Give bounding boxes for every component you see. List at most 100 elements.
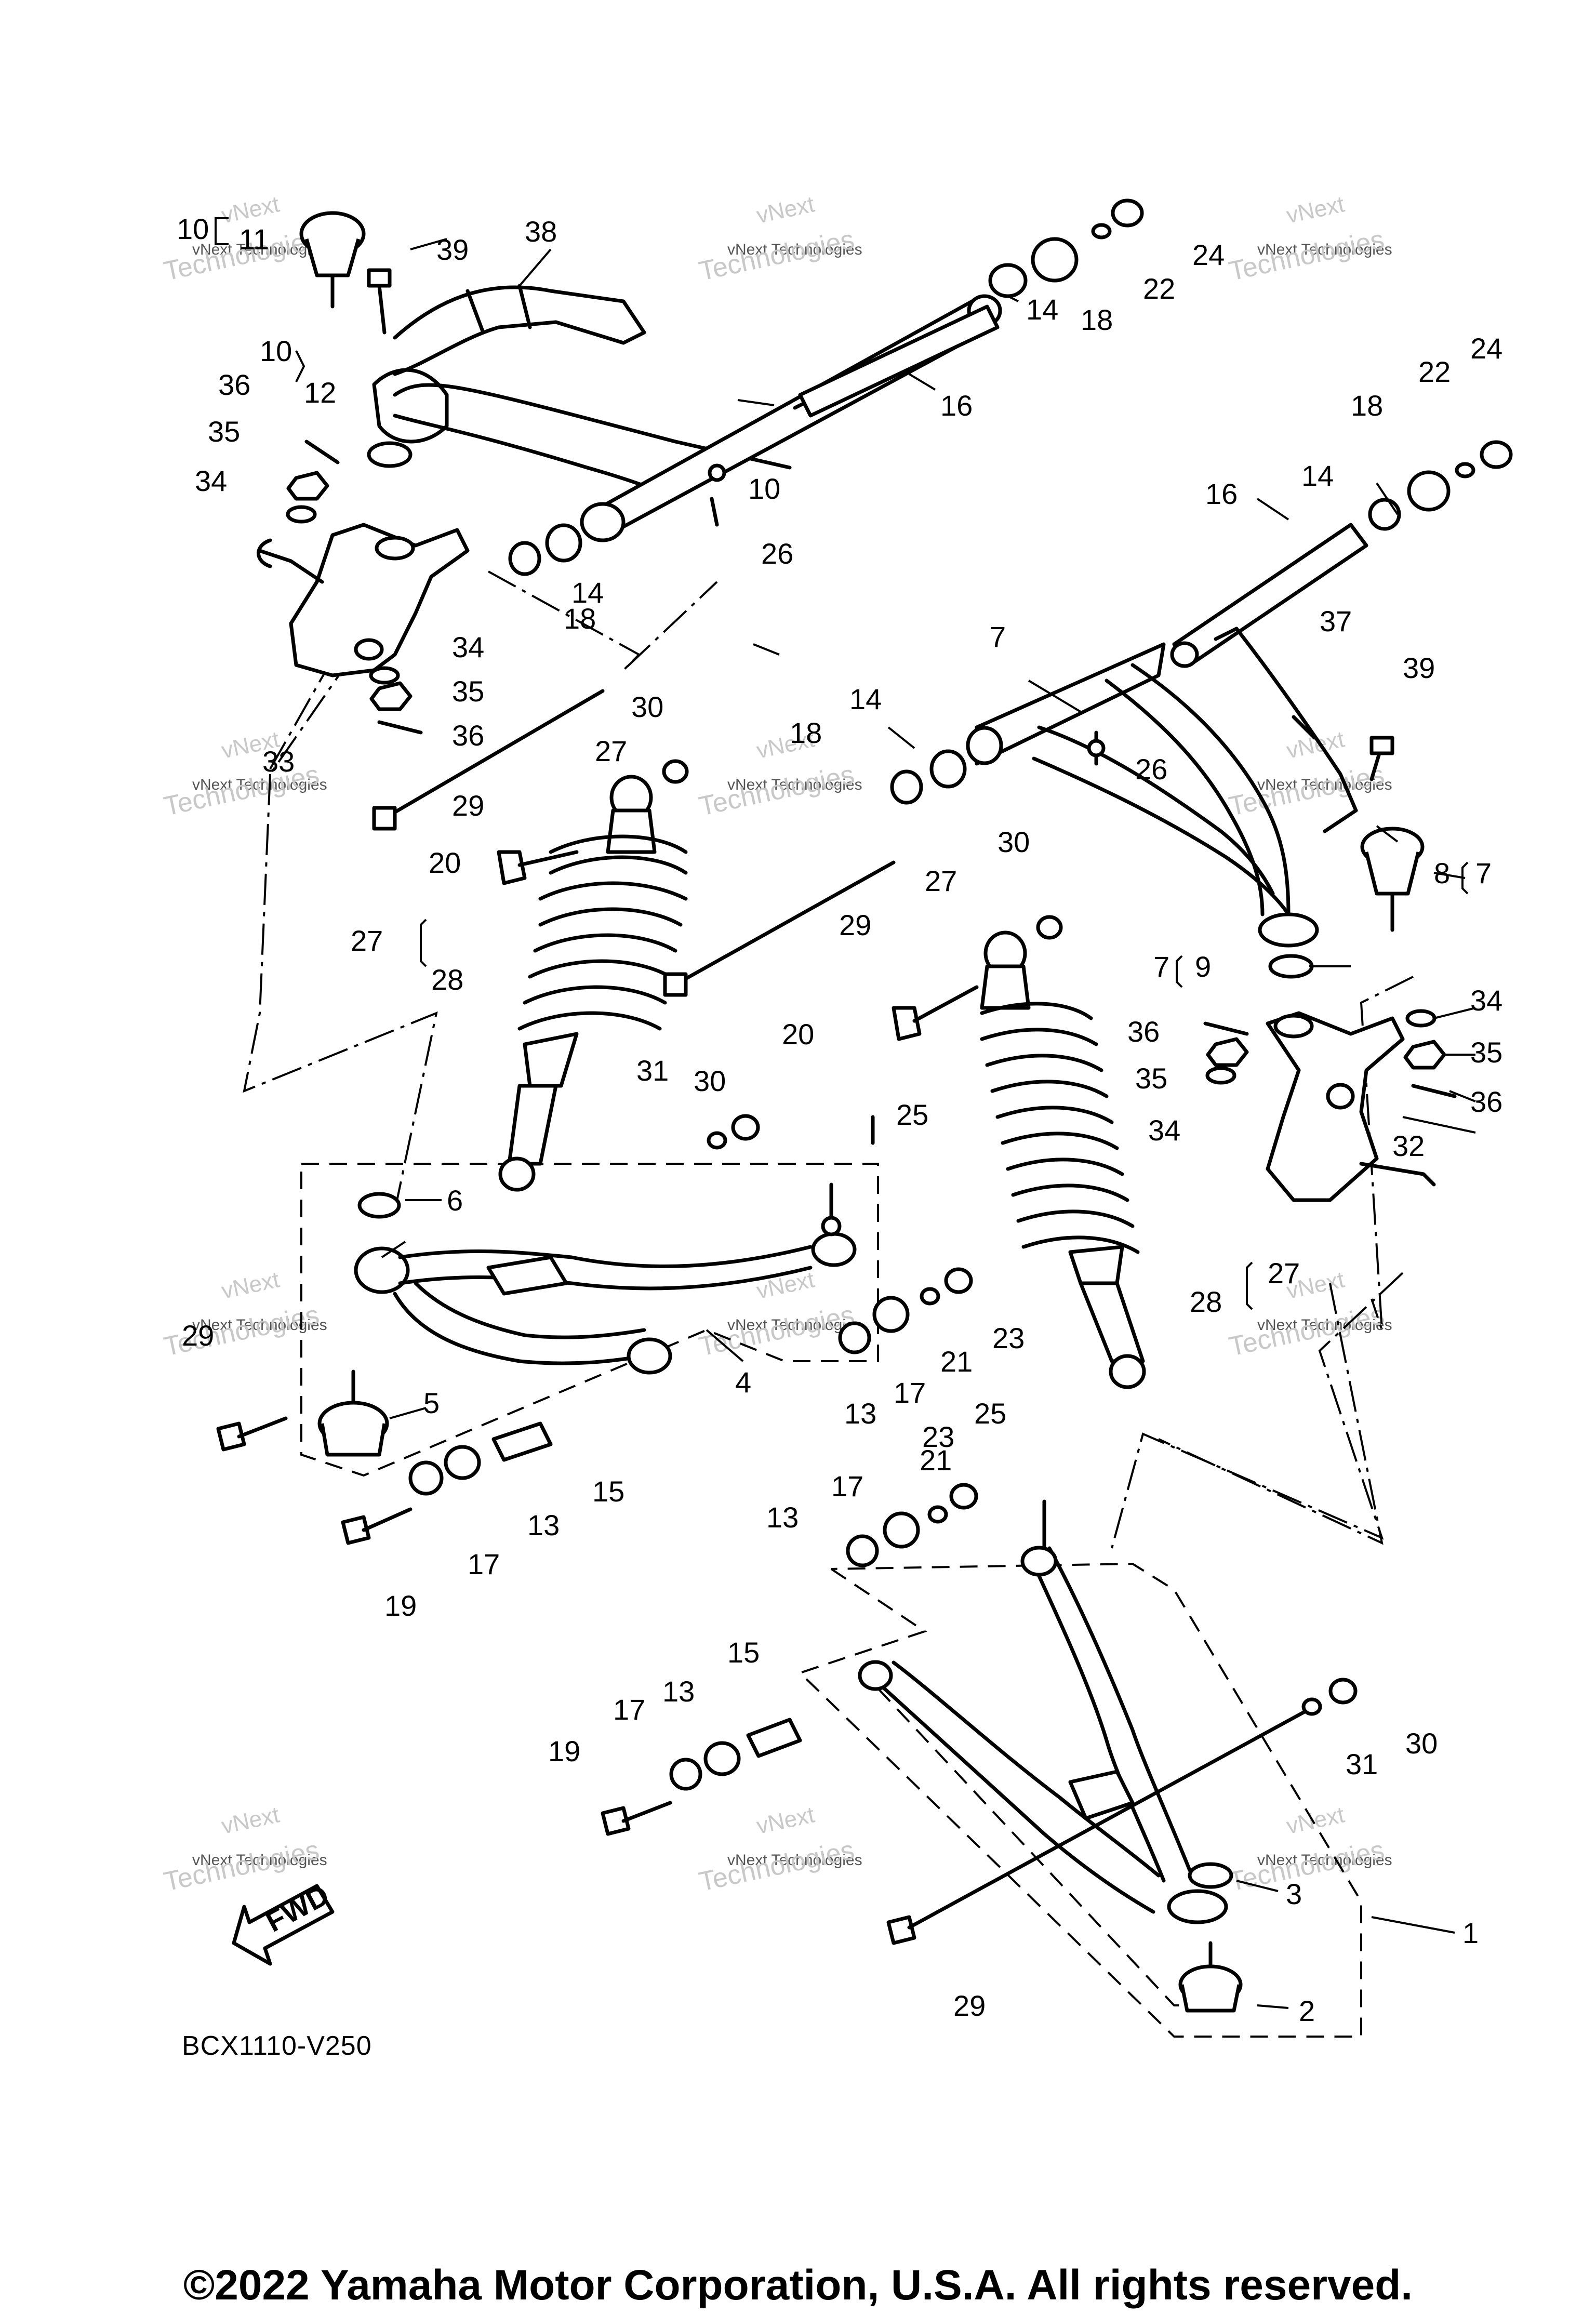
callout-17d: 17 [613, 1693, 645, 1726]
callout-14d: 14 [849, 683, 882, 715]
watermark-line2: vNext Technologies [1257, 241, 1392, 258]
ball-joint-8 [1360, 827, 1425, 932]
bolt-39-upper [367, 268, 392, 335]
callout-18a: 18 [1081, 303, 1113, 336]
callout-10a: 10 [177, 212, 209, 245]
callout-12: 12 [304, 376, 336, 409]
callout-19a: 19 [384, 1589, 417, 1622]
hardware-knuckle-right [1203, 1009, 1457, 1098]
circlip-9 [1268, 954, 1314, 979]
copyright-notice: ©2022 Yamaha Motor Corporation, U.S.A. A… [183, 2262, 1413, 2309]
watermark: vNext vNext Technologies Technologies [696, 1267, 862, 1362]
watermark-line3: Technologies [696, 1300, 857, 1362]
nuts-mid [707, 1114, 875, 1150]
nuts-lower-right [1301, 1678, 1358, 1716]
callout-26b: 26 [1135, 753, 1167, 786]
watermark-line1: vNext [1284, 1802, 1347, 1839]
callout-17c: 17 [831, 1470, 863, 1502]
callout-8: 8 [1434, 857, 1450, 889]
callout-29d: 29 [953, 1989, 986, 2022]
knuckle-right [1266, 1011, 1436, 1202]
callout-34c: 34 [1470, 984, 1502, 1017]
ball-joint-2 [1178, 1941, 1243, 2013]
upper-arm-left [372, 294, 1002, 542]
callout-13c: 13 [766, 1501, 799, 1534]
callout-27b: 27 [351, 924, 383, 957]
callout-32: 32 [1392, 1129, 1425, 1162]
callout-13d: 13 [662, 1675, 695, 1708]
callout-4: 4 [735, 1366, 751, 1399]
callout-6: 6 [447, 1184, 463, 1217]
callout-31a: 31 [636, 1054, 669, 1087]
watermark-line3: Technologies [161, 760, 322, 822]
callout-21b: 21 [920, 1444, 952, 1477]
callout-9: 9 [1195, 950, 1211, 983]
fasteners-shock-left [497, 759, 689, 885]
upper-arm-right [966, 642, 1319, 948]
watermark-line3: Technologies [1226, 760, 1387, 822]
watermark-line2: vNext Technologies [1257, 1852, 1392, 1869]
callout-39a: 39 [436, 233, 469, 266]
watermark-line2: vNext Technologies [192, 776, 327, 793]
callout-16b: 16 [1205, 477, 1238, 510]
watermark-line2: vNext Technologies [192, 1852, 327, 1869]
watermark: vNext vNext Technologies Technologies [696, 191, 862, 286]
callout-36d: 36 [1127, 1015, 1160, 1048]
watermark-line2: vNext Technologies [727, 1852, 862, 1869]
callout-11: 11 [239, 223, 269, 256]
watermark: vNext vNext Technologies Technologies [161, 1802, 327, 1897]
bracket-37 [1214, 627, 1358, 833]
callout-29b: 29 [839, 909, 871, 941]
watermark-line3: Technologies [696, 1835, 857, 1897]
callout-7b: 7 [1475, 857, 1492, 889]
callout-18d: 18 [790, 716, 822, 749]
watermark-line1: vNext [219, 1267, 282, 1304]
shock-left [498, 775, 688, 1192]
rod-20-lower [663, 860, 896, 997]
circlip-12 [367, 441, 413, 468]
callout-39b: 39 [1403, 651, 1435, 684]
callout-2: 2 [1299, 1994, 1315, 2027]
callout-24b: 24 [1470, 332, 1502, 365]
callout-30a: 30 [631, 690, 663, 723]
watermark-line1: vNext [1284, 726, 1347, 763]
callout-13b: 13 [527, 1509, 560, 1541]
callout-25a: 25 [896, 1098, 928, 1131]
callout-23b: 23 [922, 1420, 954, 1453]
callout-34a: 34 [195, 464, 227, 497]
callout-36a: 36 [218, 368, 250, 401]
callout-20a: 20 [429, 846, 461, 879]
bracket-38 [393, 284, 646, 376]
callout-28a: 28 [431, 963, 463, 996]
assembly-lines [243, 570, 1414, 2038]
hardware-left [286, 440, 423, 735]
callout-30b: 30 [998, 826, 1030, 858]
callout-7c: 7 [1153, 950, 1169, 983]
callout-14c: 14 [571, 576, 604, 609]
callout-27c: 27 [925, 865, 957, 897]
callout-10b: 10 [260, 335, 292, 367]
callouts: 1 2 3 4 5 6 7 7 7 8 9 10 10 10 11 12 13 … [177, 212, 1502, 2027]
watermark-line1: vNext [754, 1802, 817, 1839]
watermark: vNext vNext Technologies Technologies [1226, 726, 1392, 821]
callout-15a: 15 [592, 1475, 624, 1508]
circlip-6 [357, 1192, 401, 1219]
callout-35b: 35 [452, 675, 484, 708]
watermark-line2: vNext Technologies [727, 241, 862, 258]
callout-29a: 29 [452, 789, 484, 822]
watermark: vNext vNext Technologies Technologies [161, 726, 327, 821]
callout-29c: 29 [182, 1319, 214, 1352]
callout-28b: 28 [1190, 1285, 1222, 1318]
watermark: vNext vNext Technologies Technologies [696, 726, 862, 821]
callout-16a: 16 [940, 389, 973, 422]
watermark-line3: Technologies [1226, 1835, 1387, 1897]
pipe-16-upper [798, 304, 1000, 418]
callout-35a: 35 [208, 415, 240, 448]
watermark-line1: vNext [1284, 191, 1347, 228]
watermark-line3: Technologies [696, 760, 857, 822]
callout-30c: 30 [694, 1065, 726, 1097]
watermark-line1: vNext [219, 1802, 282, 1839]
bushing-left [508, 463, 726, 576]
callout-25b: 25 [974, 1397, 1006, 1430]
callout-10c: 10 [748, 472, 780, 505]
